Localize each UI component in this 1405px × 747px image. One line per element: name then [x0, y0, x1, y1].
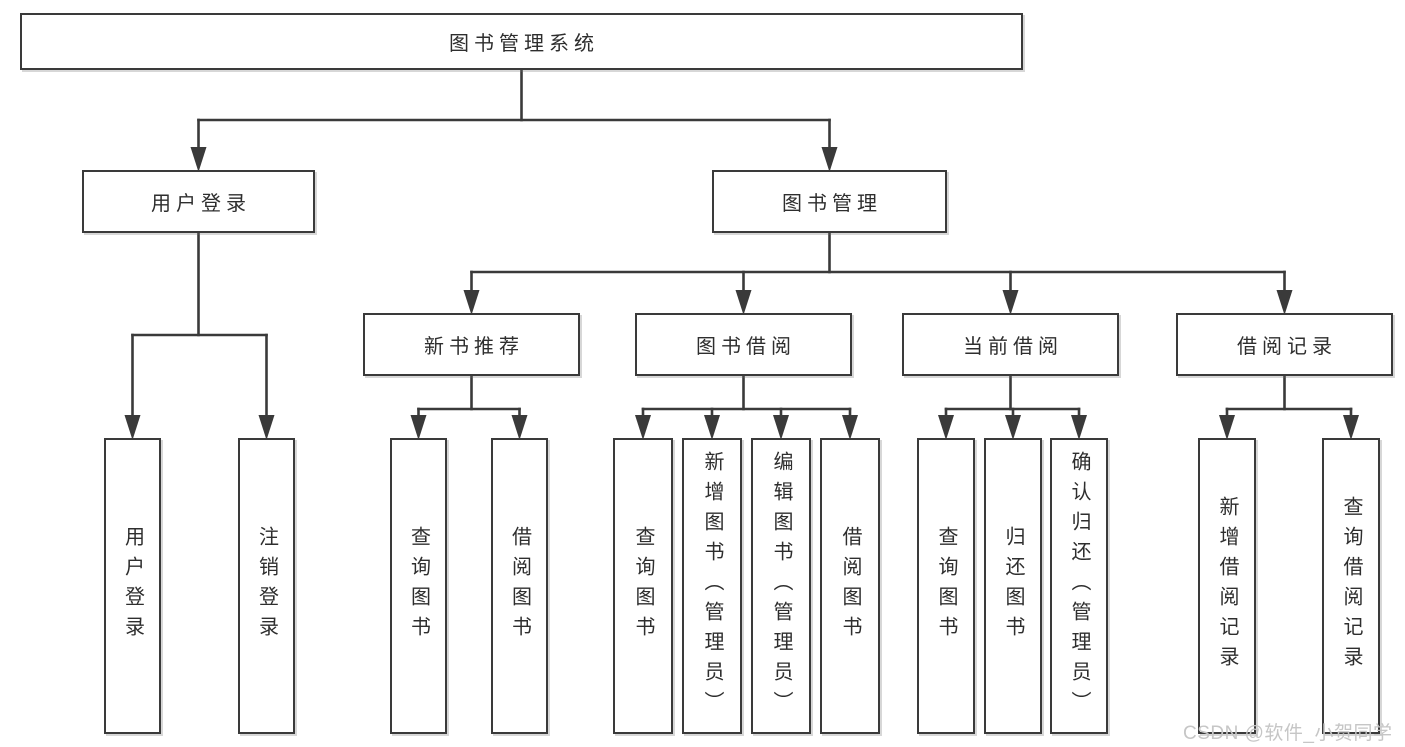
node-edit-books-admin: 编辑图书（管理员）: [751, 438, 811, 734]
node-borrow-books-1: 借阅图书: [491, 438, 548, 734]
arrowhead-icon: [938, 415, 954, 440]
node-query-books-1: 查询图书: [390, 438, 447, 734]
arrowhead-icon: [1276, 290, 1293, 315]
arrowhead-icon: [463, 290, 480, 315]
arrowhead-icon: [1343, 415, 1359, 440]
arrowhead-icon: [704, 415, 720, 440]
node-add-books-admin: 新增图书（管理员）: [682, 438, 742, 734]
node-add-borrow-record: 新增借阅记录: [1198, 438, 1256, 734]
node-confirm-return-admin: 确认归还（管理员）: [1050, 438, 1108, 734]
node-user-login-group: 用户登录: [82, 170, 315, 233]
node-return-books: 归还图书: [984, 438, 1042, 734]
node-root: 图书管理系统: [20, 13, 1023, 70]
watermark-text: CSDN @软件_小贺同学: [1183, 723, 1393, 744]
node-new-book-rec: 新书推荐: [363, 313, 580, 376]
node-book-mgmt: 图书管理: [712, 170, 947, 233]
node-current-borrow: 当前借阅: [902, 313, 1119, 376]
arrowhead-icon: [258, 415, 275, 440]
node-borrow-records: 借阅记录: [1176, 313, 1393, 376]
arrowhead-icon: [124, 415, 141, 440]
arrowhead-icon: [190, 147, 207, 172]
arrowhead-icon: [1002, 290, 1019, 315]
node-query-books-2: 查询图书: [613, 438, 673, 734]
arrowhead-icon: [410, 415, 427, 440]
arrowhead-icon: [1005, 415, 1021, 440]
arrowhead-icon: [821, 147, 838, 172]
node-borrow-books-2: 借阅图书: [820, 438, 880, 734]
node-logout: 注销登录: [238, 438, 295, 734]
arrowhead-icon: [1219, 415, 1235, 440]
arrowhead-icon: [735, 290, 752, 315]
arrowhead-icon: [842, 415, 858, 440]
node-query-borrow-record: 查询借阅记录: [1322, 438, 1380, 734]
node-user-login: 用户登录: [104, 438, 161, 734]
arrowhead-icon: [1071, 415, 1087, 440]
node-query-books-3: 查询图书: [917, 438, 975, 734]
node-book-borrow: 图书借阅: [635, 313, 852, 376]
arrowhead-icon: [635, 415, 651, 440]
arrowhead-icon: [511, 415, 528, 440]
arrowhead-icon: [773, 415, 789, 440]
